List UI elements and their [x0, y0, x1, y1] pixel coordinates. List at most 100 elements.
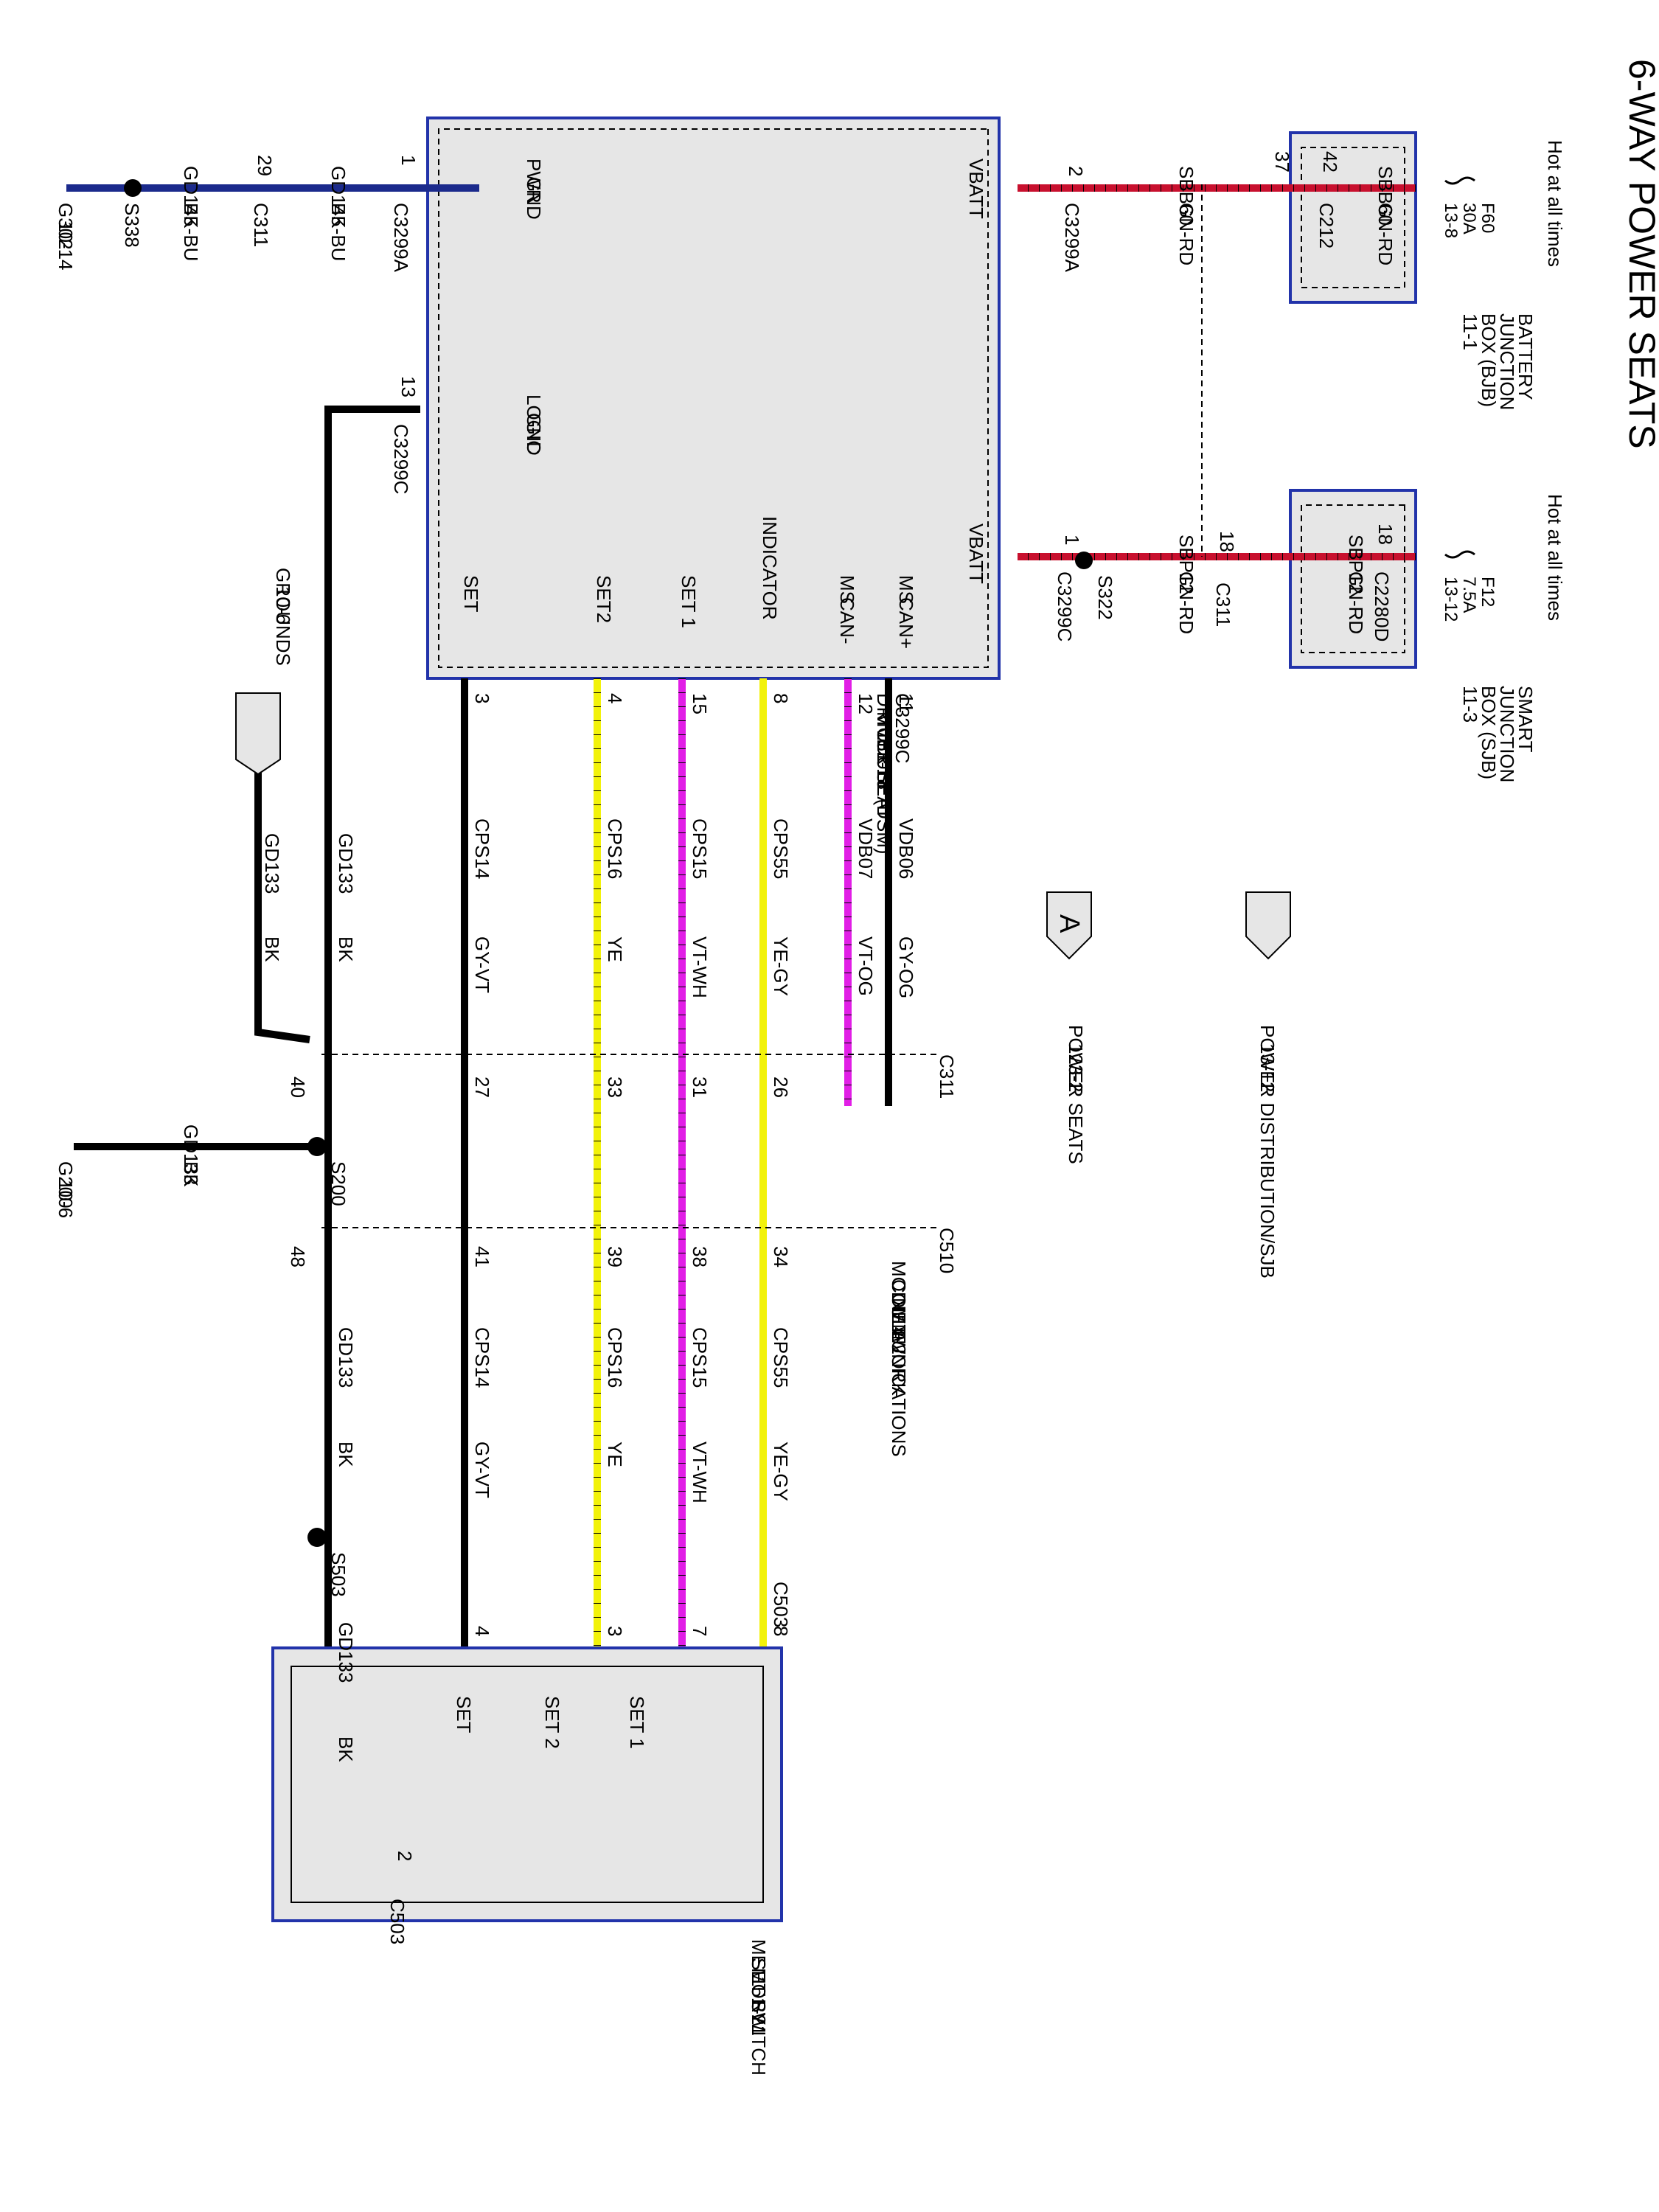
diagram-title: 6-WAY POWER SEATS — [1621, 59, 1659, 449]
c3299c-vbatt-pin: 1 — [1061, 535, 1083, 545]
dsm-can-minus-2: CAN- — [836, 597, 858, 644]
dsm-pwr-2: GND — [523, 177, 545, 220]
a-connector — [1046, 891, 1092, 960]
c510-pin-39: 39 — [604, 1246, 626, 1267]
color-label-2-cps16: YE — [604, 1441, 626, 1467]
c3299c-pin-4: 4 — [604, 693, 626, 703]
sjb-inner — [1301, 504, 1405, 653]
c3299c-left-label: C3299C — [390, 424, 412, 494]
s503-splice — [307, 1528, 327, 1547]
c311-pin-33: 33 — [604, 1077, 626, 1098]
signal-label-group: 11VDB06GY-OG12VDB07VT-OG8CPS55YE-GY2634C… — [471, 693, 917, 1636]
gn-rd-label-2: GN-RD — [1374, 203, 1397, 265]
sjb-name-4: 11-3 — [1459, 686, 1481, 723]
grounds-gd133: GD133 — [261, 833, 283, 894]
dsm-logic-1: LOGIC — [523, 394, 545, 454]
module-comm-4: 14-2 — [888, 1316, 910, 1354]
bjb-hot-label: Hot at all times — [1544, 140, 1566, 267]
c3299a-vbatt-pin: 2 — [1065, 166, 1087, 176]
c212-pin-42: 42 — [1319, 151, 1341, 173]
dsm-box — [426, 116, 1001, 680]
dsm-set1: SET 1 — [678, 575, 700, 628]
dsm-pwr-1: PWR — [523, 159, 545, 204]
gn-rd-label-1: GN-RD — [1175, 203, 1197, 265]
g200-ref: 10-6 — [55, 1180, 77, 1218]
c510-pin-34: 34 — [770, 1246, 792, 1267]
c3299a-left-pin-1: 1 — [397, 155, 420, 165]
c3299a-left-label: C3299A — [390, 203, 412, 273]
c503-pin-8: 8 — [770, 1626, 792, 1636]
bjb-name-1: BATTERY — [1514, 313, 1537, 400]
power-dist-ref: 13-12 — [1256, 1043, 1279, 1093]
c311-left-label: C311 — [250, 203, 272, 247]
circuit-label-vdb07: VDB07 — [855, 818, 877, 879]
c510-bottom-label: C510 — [936, 1228, 958, 1273]
color-label-cps55: YE-GY — [770, 936, 792, 996]
c311-pin-31: 31 — [689, 1077, 711, 1098]
bk-bu-label-2: BK-BU — [327, 203, 349, 261]
dsm-set2: SET2 — [593, 575, 615, 623]
module-comm-2: COMMUNICATIONS — [888, 1279, 910, 1457]
circuit-label-2-cps55: CPS55 — [770, 1327, 792, 1388]
s338-label: S338 — [121, 203, 143, 248]
bjb-name-2: JUNCTION — [1496, 313, 1518, 410]
circuit-label-cps16: CPS16 — [604, 818, 626, 879]
c503-pin-4: 4 — [471, 1626, 493, 1636]
bjb-amps: 30A — [1459, 203, 1479, 234]
c311-left-pin-29: 29 — [254, 155, 276, 176]
c311-pin-40: 40 — [287, 1077, 309, 1098]
c212-pin-37: 37 — [1271, 151, 1293, 173]
bjb-inner — [1301, 147, 1405, 288]
c311-pin-26: 26 — [770, 1077, 792, 1098]
sbb60-label-1: SBB60 — [1175, 166, 1197, 226]
circuit-label-2-cps14: CPS14 — [471, 1327, 493, 1388]
module-comm-3: NETWORK — [888, 1298, 910, 1397]
signal-wire-group — [461, 678, 892, 1648]
circuit-label-vdb06: VDB06 — [895, 818, 917, 879]
circuit-label-cps55: CPS55 — [770, 818, 792, 879]
circuit-label-cps15: CPS15 — [689, 818, 711, 879]
memory-switch-inner — [291, 1666, 764, 1903]
switch-set1-label: SET 1 — [626, 1696, 648, 1749]
g302-ref: 10-14 — [55, 221, 77, 271]
c3299c-vbatt-label: C3299C — [1054, 571, 1076, 641]
gd133-label-3: GD133 — [335, 1622, 357, 1683]
c3299c-pin-8: 8 — [770, 693, 792, 703]
sbp12-label-1: SBP12 — [1175, 535, 1197, 594]
switch-name-2: SET SWITCH — [748, 1958, 770, 2076]
memory-switch-box — [271, 1646, 783, 1922]
c3299c-pin-3: 3 — [471, 693, 493, 703]
sjb-fuse: F12 — [1478, 577, 1498, 607]
dsm-logic-2: GND — [523, 413, 545, 456]
g200-bk: BK — [180, 1161, 202, 1187]
switch-name-3: 151-21 — [748, 1976, 770, 2036]
sbb60-label-2: SBB60 — [1374, 166, 1397, 226]
gd133-label-1: GD133 — [335, 833, 357, 894]
c503-pin-3: 3 — [604, 1626, 626, 1636]
switch-set-label: SET — [453, 1696, 475, 1733]
switch-set2-label: SET 2 — [541, 1696, 563, 1749]
bjb-ref: 13-8 — [1441, 203, 1461, 238]
sjb-box — [1289, 489, 1417, 669]
c311-pin-27: 27 — [471, 1077, 493, 1098]
grounds-bk: BK — [261, 936, 283, 962]
dsm-set: SET — [460, 575, 482, 613]
s200-label: S200 — [327, 1161, 349, 1206]
bjb-name-3: BOX (BJB) — [1478, 313, 1500, 407]
sjb-ref: 13-12 — [1441, 577, 1461, 622]
sjb-name-1: SMART — [1514, 686, 1537, 753]
module-comm-1: MODULE — [888, 1261, 910, 1343]
color-label-cps16: YE — [604, 936, 626, 962]
gd133-label-2: GD133 — [335, 1327, 357, 1388]
c503-label: C503 — [770, 1582, 792, 1627]
bjb-name-4: 11-1 — [1459, 313, 1481, 350]
bk-bu-label-1: BK-BU — [180, 203, 202, 261]
color-label-cps14: GY-VT — [471, 936, 493, 993]
c311-pin-18: 18 — [1216, 531, 1238, 552]
sjb-name-3: BOX (SJB) — [1478, 686, 1500, 779]
bk-label-1: BK — [335, 936, 357, 962]
rotated-diagram: 6-WAY POWER SEATS Hot at all times F60 3… — [55, 59, 1659, 2076]
bjb-box — [1289, 131, 1417, 304]
